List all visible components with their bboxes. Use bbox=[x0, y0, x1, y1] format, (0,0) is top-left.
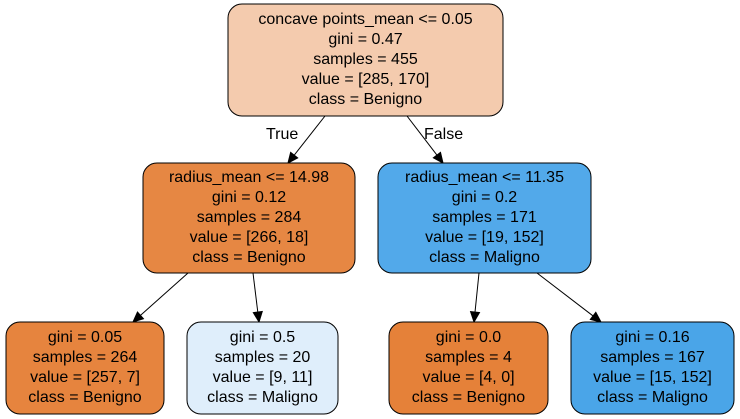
node-gini-text: gini = 0.16 bbox=[615, 329, 689, 346]
node-value-text: value = [266, 18] bbox=[190, 229, 309, 246]
node-class-text: class = Maligno bbox=[429, 249, 540, 266]
node-class-text: class = Benigno bbox=[309, 91, 423, 108]
node-samples-text: samples = 167 bbox=[600, 349, 705, 366]
node-gini-text: gini = 0.0 bbox=[436, 329, 501, 346]
node-gini-text: gini = 0.12 bbox=[212, 189, 286, 206]
edge-line bbox=[536, 272, 594, 317]
node-samples-text: samples = 455 bbox=[313, 51, 418, 68]
arrowhead-icon bbox=[469, 311, 481, 324]
edge-root-to-left: True bbox=[266, 115, 326, 164]
arrowhead-icon bbox=[287, 151, 299, 164]
node-class-text: class = Benigno bbox=[412, 389, 526, 406]
node-box bbox=[186, 321, 339, 415]
node-samples-text: samples = 4 bbox=[425, 349, 512, 366]
node-value-text: value = [15, 152] bbox=[593, 369, 712, 386]
tree-node-right: radius_mean <= 11.35 gini = 0.2 samples = … bbox=[377, 162, 592, 274]
node-value-text: value = [4, 0] bbox=[422, 369, 514, 386]
node-gini-text: gini = 0.05 bbox=[48, 329, 122, 346]
node-class-text: class = Maligno bbox=[597, 389, 708, 406]
node-concave-text: concave points_mean <= 0.05 bbox=[258, 11, 472, 28]
node-class-text: class = Benigno bbox=[192, 249, 306, 266]
edge-label-false: False bbox=[424, 126, 463, 143]
tree-node-right-left: gini = 0.0 samples = 4 value = [4, 0] class… bbox=[388, 321, 549, 415]
tree-node-left: radius_mean <= 14.98 gini = 0.12 samples =… bbox=[142, 162, 356, 274]
edge-line bbox=[293, 115, 326, 156]
arrowhead-icon bbox=[252, 310, 263, 324]
node-samples-text: samples = 171 bbox=[432, 209, 537, 226]
node-gini-text: gini = 0.5 bbox=[230, 329, 295, 346]
tree-node-left-left: gini = 0.05 samples = 264 value = [257, 7]… bbox=[5, 321, 165, 415]
edge-right-to-right-right bbox=[536, 272, 602, 323]
node-radius-mean-text: radius_mean <= 11.35 bbox=[405, 169, 564, 186]
node-samples-text: samples = 284 bbox=[197, 209, 302, 226]
tree-node-right-right: gini = 0.16 samples = 167 value = [15, 152… bbox=[570, 321, 735, 415]
edge-line bbox=[406, 115, 438, 156]
node-value-text: value = [285, 170] bbox=[302, 71, 430, 88]
node-box bbox=[5, 321, 165, 415]
tree-node-root: concave points_mean <= 0.05 gini = 0.47 sa… bbox=[227, 3, 504, 117]
edge-line bbox=[252, 272, 259, 313]
node-samples-text: samples = 264 bbox=[33, 349, 138, 366]
node-box bbox=[142, 162, 356, 274]
node-box bbox=[227, 3, 504, 117]
node-value-text: value = [257, 7] bbox=[30, 369, 140, 386]
node-value-text: value = [19, 152] bbox=[425, 229, 544, 246]
arrowhead-icon bbox=[589, 311, 602, 323]
edge-right-to-right-left bbox=[469, 272, 481, 324]
arrowhead-icon bbox=[132, 311, 145, 323]
edge-left-to-left-right bbox=[252, 272, 263, 324]
tree-node-left-right: gini = 0.5 samples = 20 value = [9, 11] cla… bbox=[186, 321, 339, 415]
edge-line bbox=[474, 272, 480, 313]
arrowhead-icon bbox=[432, 151, 444, 164]
node-gini-text: gini = 0.2 bbox=[452, 189, 517, 206]
node-class-text: class = Benigno bbox=[28, 389, 142, 406]
node-box bbox=[570, 321, 735, 415]
edge-line bbox=[140, 272, 189, 316]
edge-left-to-left-left bbox=[132, 272, 189, 323]
node-value-text: value = [9, 11] bbox=[213, 369, 313, 386]
node-samples-text: samples = 20 bbox=[215, 349, 311, 366]
node-class-text: class = Maligno bbox=[207, 389, 318, 406]
edge-label-true: True bbox=[266, 126, 298, 143]
node-box bbox=[388, 321, 549, 415]
node-gini-text: gini = 0.47 bbox=[328, 31, 402, 48]
edge-root-to-right: False bbox=[406, 115, 463, 164]
node-box bbox=[377, 162, 592, 274]
node-radius-mean-text: radius_mean <= 14.98 bbox=[169, 169, 329, 186]
